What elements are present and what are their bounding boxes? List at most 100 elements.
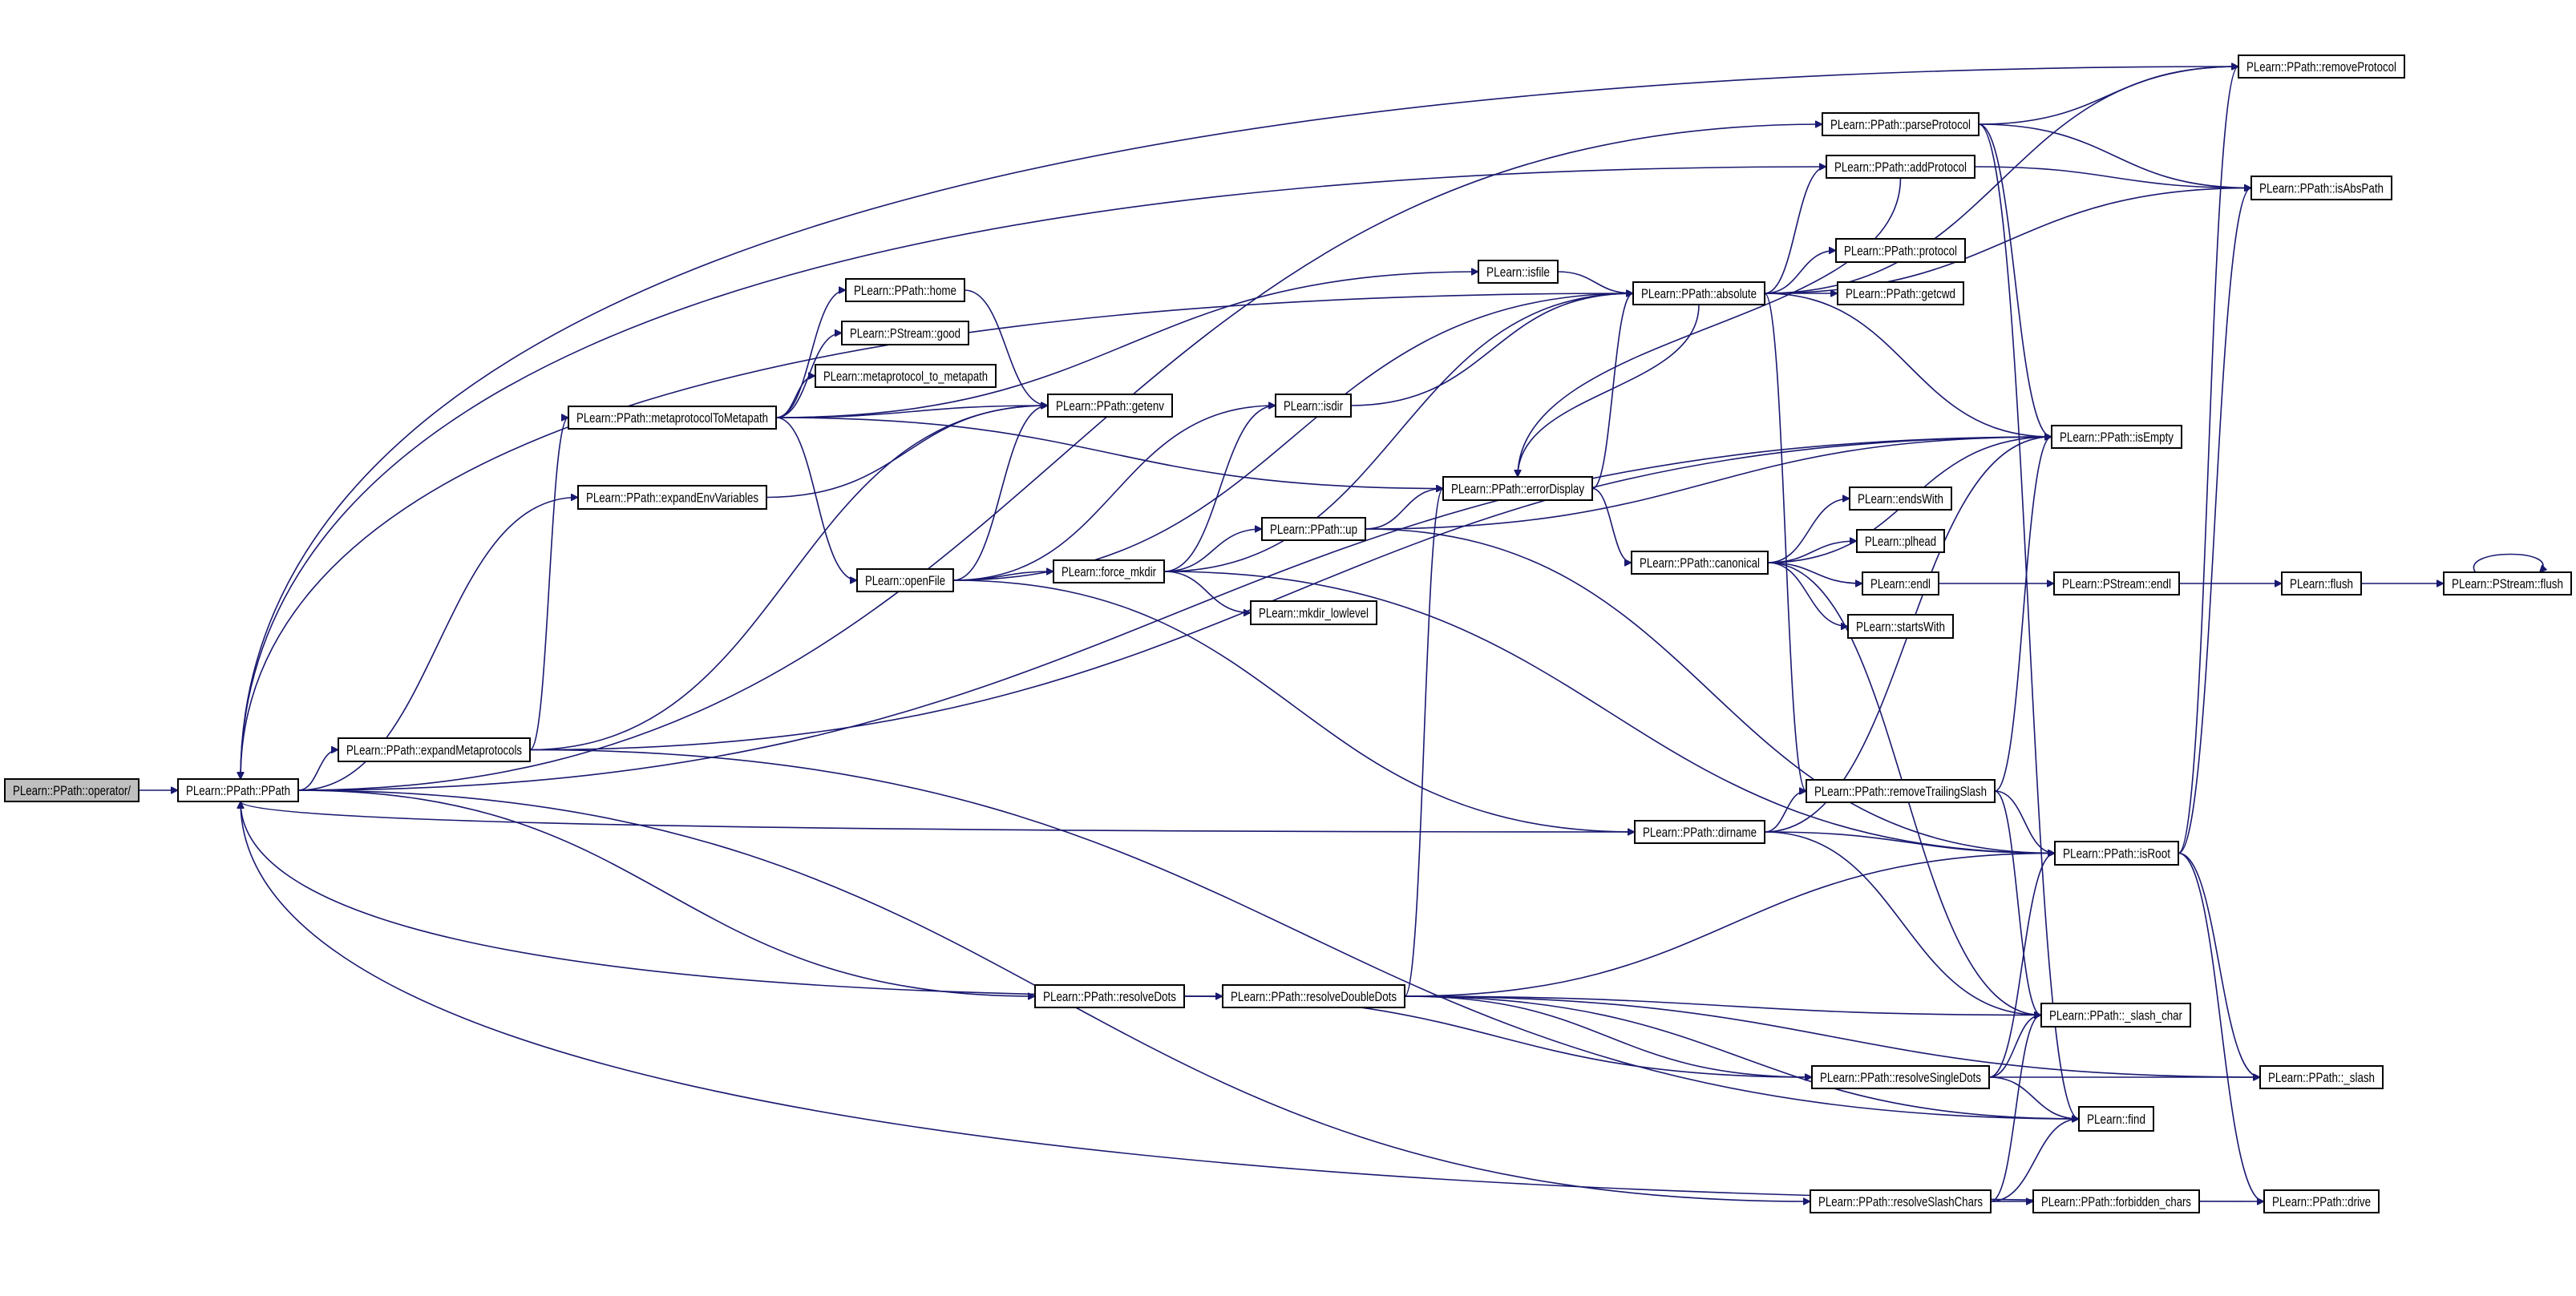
edge-ppath-to-expMeta [297, 750, 339, 791]
node-label: PLearn::PPath::absolute [1641, 286, 1757, 301]
node-label: PLearn::PPath::parseProtocol [1830, 117, 1971, 132]
graph-node-psEndl[interactable]: PLearn::PStream::endl [2053, 571, 2180, 596]
graph-node-dirname[interactable]: PLearn::PPath::dirname [1634, 820, 1765, 844]
graph-node-endl[interactable]: PLearn::endl [1862, 571, 1939, 596]
graph-node-isRoot[interactable]: PLearn::PPath::isRoot [2054, 841, 2179, 866]
edge-rts-to-slashChar [1994, 790, 2042, 1015]
node-label: PLearn::endsWith [1858, 491, 1943, 507]
edge-errDisp-to-absolute [1591, 293, 1634, 490]
node-label: PLearn::PPath::home [854, 283, 956, 298]
node-label: PLearn::PPath::resolveDots [1043, 989, 1176, 1004]
node-box [1275, 394, 1352, 418]
node-box [1053, 559, 1165, 583]
edge-addProtocol-to-errDisp [1518, 177, 1902, 477]
edge-meta2path-to-mp2mp [775, 376, 816, 418]
node-label: PLearn::PPath::resolveSingleDots [1820, 1070, 1981, 1085]
edge-canonical-to-endl [1767, 562, 1862, 583]
graph-node-isEmpty[interactable]: PLearn::PPath::isEmpty [2051, 425, 2182, 449]
node-label: PLearn::PPath::removeProtocol [2246, 59, 2396, 75]
node-box [2040, 1003, 2191, 1028]
graph-node-errDisp[interactable]: PLearn::PPath::errorDisplay [1442, 476, 1593, 501]
graph-node-good[interactable]: PLearn::PStream::good [841, 321, 969, 345]
graph-node-op[interactable]: PLearn::PPath::operator/ [4, 778, 140, 802]
edge-meta2path-to-isfile [775, 272, 1478, 418]
graph-node-rsc[interactable]: PLearn::PPath::resolveSlashChars [1810, 1189, 1992, 1213]
graph-node-startsWith[interactable]: PLearn::startsWith [1847, 614, 1954, 639]
graph-node-meta2path[interactable]: PLearn::PPath::metaprotocolToMetapath [568, 406, 777, 430]
graph-node-getcwd[interactable]: PLearn::PPath::getcwd [1837, 281, 1964, 305]
graph-node-ppath[interactable]: PLearn::PPath::PPath [177, 778, 299, 802]
edge-absolute-to-addProtocol [1764, 167, 1827, 294]
edge-isRoot-to-slash [2178, 852, 2261, 1078]
nodes-layer: PLearn::PPath::operator/PLearn::PPath::P… [4, 55, 2572, 1213]
edge-forceMkdir-to-isRoot [1163, 571, 2055, 854]
graph-node-absolute[interactable]: PLearn::PPath::absolute [1632, 281, 1765, 305]
graph-node-plhead[interactable]: PLearn::plhead [1856, 529, 1945, 553]
node-label: PLearn::PPath::up [1270, 522, 1357, 537]
graph-node-expEnv[interactable]: PLearn::PPath::expandEnvVariables [577, 485, 767, 510]
edge-forceMkdir-to-absolute [1163, 293, 1633, 572]
node-label: PLearn::PPath::_slash [2268, 1070, 2375, 1085]
edge-absolute-to-rts [1764, 293, 1807, 791]
graph-node-addProtocol[interactable]: PLearn::PPath::addProtocol [1826, 155, 1975, 179]
node-label: PLearn::PPath::errorDisplay [1451, 482, 1584, 497]
edge-addProtocol-to-isAbsPath [1974, 166, 2251, 188]
edge-removeProtocol-to-ppath [241, 66, 2239, 779]
edge-ppath-to-parseProtocol [297, 124, 1822, 791]
node-label: PLearn::PStream::endl [2062, 576, 2171, 591]
node-box [1631, 551, 1769, 575]
graph-node-resolveDots[interactable]: PLearn::PPath::resolveDots [1034, 984, 1185, 1008]
graph-node-drive[interactable]: PLearn::PPath::drive [2263, 1189, 2380, 1213]
graph-node-mkdirLow[interactable]: PLearn::mkdir_lowlevel [1250, 600, 1377, 625]
edge-canonical-to-startsWith [1767, 562, 1848, 627]
graph-node-slash[interactable]: PLearn::PPath::_slash [2259, 1065, 2384, 1089]
node-label: PLearn::PPath::resolveSlashChars [1818, 1194, 1983, 1209]
graph-node-expMeta[interactable]: PLearn::PPath::expandMetaprotocols [338, 737, 531, 762]
graph-node-rts[interactable]: PLearn::PPath::removeTrailingSlash [1806, 779, 1996, 803]
graph-node-isAbsPath[interactable]: PLearn::PPath::isAbsPath [2250, 176, 2392, 200]
graph-node-canonical[interactable]: PLearn::PPath::canonical [1631, 551, 1769, 575]
edge-up-to-isEmpty [1365, 437, 2052, 530]
edge-up-to-isRoot [1365, 528, 2055, 854]
edge-resolveDD-to-slashChar [1404, 995, 2041, 1015]
node-box [1849, 487, 1952, 511]
graph-node-find[interactable]: PLearn::find [2078, 1106, 2154, 1132]
graph-node-isdir[interactable]: PLearn::isdir [1275, 394, 1352, 418]
graph-node-resolveDD[interactable]: PLearn::PPath::resolveDoubleDots [1222, 984, 1405, 1008]
node-label: PLearn::plhead [1865, 534, 1936, 549]
node-box [1047, 394, 1173, 418]
graph-node-forbidden[interactable]: PLearn::PPath::forbidden_chars [2032, 1189, 2200, 1213]
node-label: PLearn::isdir [1284, 398, 1343, 414]
graph-node-slashChar[interactable]: PLearn::PPath::_slash_char [2040, 1003, 2191, 1028]
graph-node-psFlush[interactable]: PLearn::PStream::flush [2443, 571, 2572, 596]
node-box [1811, 1065, 1990, 1089]
edge-dirname-to-ppath [241, 801, 1636, 833]
node-label: PLearn::PPath::removeTrailingSlash [1814, 784, 1987, 799]
node-label: PLearn::PPath::dirname [1643, 825, 1757, 840]
graph-node-endsWith[interactable]: PLearn::endsWith [1849, 487, 1952, 511]
graph-node-isfile[interactable]: PLearn::isfile [1478, 260, 1559, 284]
graph-node-parseProtocol[interactable]: PLearn::PPath::parseProtocol [1822, 112, 1980, 136]
graph-node-mp2mp[interactable]: PLearn::metaprotocol_to_metapath [815, 364, 997, 388]
graph-node-forceMkdir[interactable]: PLearn::force_mkdir [1053, 559, 1165, 583]
node-box [177, 778, 299, 802]
node-label: PLearn::PPath::drive [2272, 1194, 2371, 1209]
node-label: PLearn::force_mkdir [1062, 564, 1156, 579]
edge-meta2path-to-errDisp [775, 417, 1443, 489]
graph-node-flush[interactable]: PLearn::flush [2281, 571, 2362, 596]
graph-node-openFile[interactable]: PLearn::openFile [856, 568, 954, 592]
node-label: PLearn::PPath::operator/ [13, 783, 131, 798]
graph-node-protocol[interactable]: PLearn::PPath::protocol [1835, 238, 1966, 263]
edge-dirname-to-slashChar [1764, 831, 2041, 1015]
edge-expMeta-to-meta2path [529, 418, 569, 751]
graph-node-getenv[interactable]: PLearn::PPath::getenv [1047, 394, 1173, 418]
edge-up-to-errDisp [1365, 489, 1443, 530]
graph-node-removeProtocol[interactable]: PLearn::PPath::removeProtocol [2238, 55, 2405, 79]
edge-forceMkdir-to-mkdirLow [1163, 571, 1251, 613]
graph-node-rsd[interactable]: PLearn::PPath::resolveSingleDots [1811, 1065, 1990, 1089]
graph-node-home[interactable]: PLearn::PPath::home [845, 278, 965, 302]
node-box [2238, 55, 2405, 79]
edge-canonical-to-endsWith [1767, 499, 1850, 563]
graph-node-up[interactable]: PLearn::PPath::up [1261, 517, 1366, 541]
